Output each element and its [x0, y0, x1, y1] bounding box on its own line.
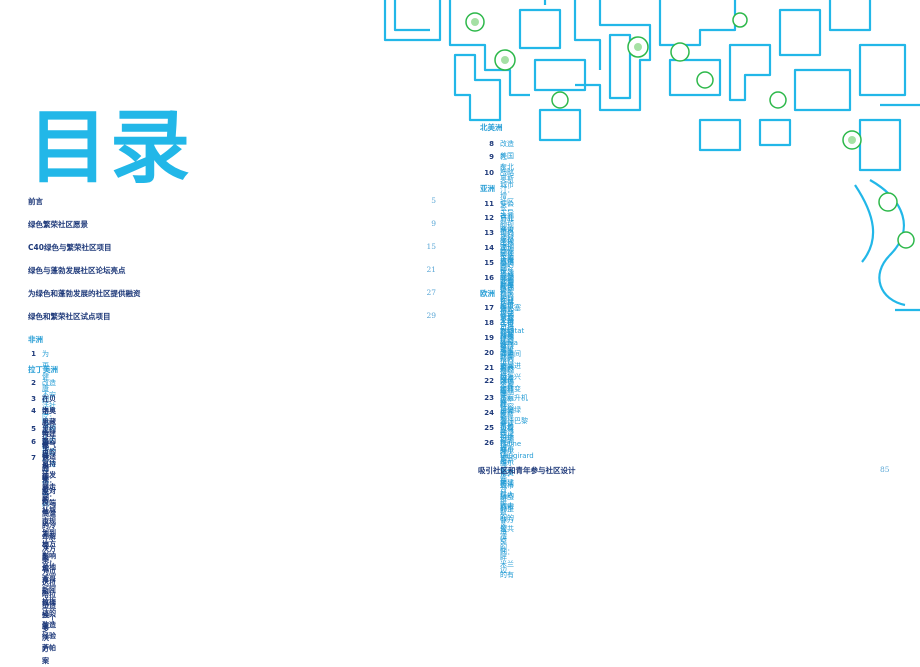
pilot-item-title: 小梅沙：在深圳打造一个具有韧性和蓬勃发展的海滨社区	[500, 259, 514, 405]
pilot-item-number: 19	[484, 334, 494, 342]
pilot-item-number: 13	[484, 229, 494, 237]
pilot-item-number: 2	[31, 379, 36, 387]
pilot-item-number: 1	[31, 350, 36, 358]
city-map-illustration	[383, 0, 920, 312]
pilot-item-title: 弹性社区	[500, 377, 507, 420]
pilot-item-title: 战略城市增长：盾菲华村庄规划项目的经验教训	[500, 169, 514, 292]
toc-entry-page: 15	[426, 242, 436, 251]
pilot-item-title: 为更健康的达喀尔改造公共空间	[42, 350, 49, 508]
pilot-item-number: 4	[31, 407, 36, 415]
pilot-item-number: 20	[484, 349, 494, 357]
toc-entry-label: C40绿色与繁荣社区项目	[28, 243, 112, 252]
pilot-item-number: 11	[484, 200, 494, 208]
footer-entry-page: 85	[880, 465, 890, 474]
pilot-item-number: 14	[484, 244, 494, 252]
pilot-item-title: 在巴塞罗那Trinitat Nova的中间空间进行复兴和转变	[500, 304, 525, 393]
pilot-item-title: 中心大都会的未来	[42, 407, 49, 496]
toc-entry[interactable]: C40绿色与繁荣社区项目 15	[28, 242, 436, 256]
pilot-item-number: 7	[31, 454, 36, 462]
toc-entry-page: 5	[431, 196, 436, 205]
toc-entry-label: 前言	[28, 197, 43, 206]
toc-entry[interactable]: 前言 5	[28, 196, 436, 210]
toc-entry-page: 27	[426, 288, 436, 297]
toc-entry[interactable]: 绿色与蓬勃发展社区论坛亮点 21	[28, 265, 436, 279]
pilot-item-title: 北湖街：在武汉整合可持续性、社区和经济	[500, 274, 514, 386]
pilot-item-number: 5	[31, 425, 36, 433]
pilot-item-title: 改造水道：伊斯坦布尔绿谷计划	[500, 349, 514, 438]
pilot-item-number: 17	[484, 304, 494, 312]
pilot-item-title: 彭巴圣保罗的社区主导型城市和气候解决方案	[42, 438, 49, 665]
pilot-item-number: 10	[484, 169, 494, 177]
pilot-item-number: 26	[484, 439, 494, 447]
region-heading-asia: 亚洲	[480, 184, 495, 193]
pilot-item-title: 深圳大梅沙：创新社区垃圾管理与气候适应	[500, 244, 514, 356]
toc-entry-page: 21	[426, 265, 436, 274]
pilot-item-number: 9	[489, 153, 494, 161]
pilot-item-title: 改造美国东北奥斯汀：社区主导的规划行动 将多伦多的港口土地转变为可持续的滨水	[500, 140, 514, 355]
pilot-item-title: 改造不安活社区：波哥大的综合方法	[42, 379, 56, 468]
region-heading-europe: 欧洲	[480, 289, 495, 298]
pilot-item-number: 3	[31, 395, 36, 403]
region-heading-north-america: 北美洲	[480, 123, 503, 132]
pilot-item-title: 在华沙修合维斯瓦河的畔边	[500, 439, 507, 574]
pilot-item-title: 从庭升机场到绿洲：巴黎改造 Plaine Vaugirard	[500, 394, 534, 460]
pilot-item-number: 25	[484, 424, 494, 432]
pilot-item-title: 安公社区：成都低碳城市生活的典范	[500, 200, 514, 300]
toc-entry[interactable]: 绿色和繁荣社区试点项目 29	[28, 311, 436, 325]
pilot-item-title: 重新构想阿尔维尔卡：城市转型的整体方法	[500, 424, 514, 536]
toc-entry-label: 绿色和繁荣社区试点项目	[28, 312, 111, 321]
pilot-item-number: 6	[31, 438, 36, 446]
toc-entry[interactable]: 绿色繁荣社区愿景 9	[28, 219, 436, 233]
toc-entry-label: 绿色与蓬勃发展社区论坛亮点	[28, 266, 126, 275]
pilot-item-number: 24	[484, 409, 494, 417]
pilot-item-number: 16	[484, 274, 494, 282]
pilot-item-title: 在哥本哈根打造一个繁荣、包容和适应气候的社区	[500, 334, 514, 457]
pilot-item-title: 青岛中德生态园：零碳社区创新模式	[500, 229, 514, 318]
region-heading-latin-america: 拉丁美洲	[28, 365, 58, 374]
pilot-item-number: 21	[484, 364, 494, 372]
pilot-item-title: 白鹿两未来公园社区：成都绿色创新和人工智能整合	[500, 214, 514, 349]
pilot-item-number: 15	[484, 259, 494, 267]
toc-entry-page: 29	[426, 311, 436, 320]
pilot-item-number: 18	[484, 319, 494, 327]
pilot-item-number: 8	[489, 140, 494, 148]
pilot-item-number: 12	[484, 214, 494, 222]
region-heading-africa: 非洲	[28, 335, 43, 344]
page-title: 目录	[28, 101, 192, 194]
footer-entry-label[interactable]: 吸引社区和青年参与社区设计	[478, 466, 576, 475]
pilot-item-number: 23	[484, 394, 494, 402]
pilot-item-title: 社区	[500, 153, 507, 173]
toc-entry-page: 9	[431, 219, 436, 228]
toc-entry-label: 绿色繁荣社区愿景	[28, 220, 88, 229]
pilot-item-number: 22	[484, 377, 494, 385]
pilot-item-title: 在布加勒斯特共同打造绿色空间迷宫，打造一个安全、社交和活跃的城市	[500, 319, 514, 511]
toc-entry-label: 为绿色和蓬勃发展的社区提供融资	[28, 289, 141, 298]
toc-entry[interactable]: 为绿色和蓬勃发展的社区提供融资 27	[28, 288, 436, 302]
